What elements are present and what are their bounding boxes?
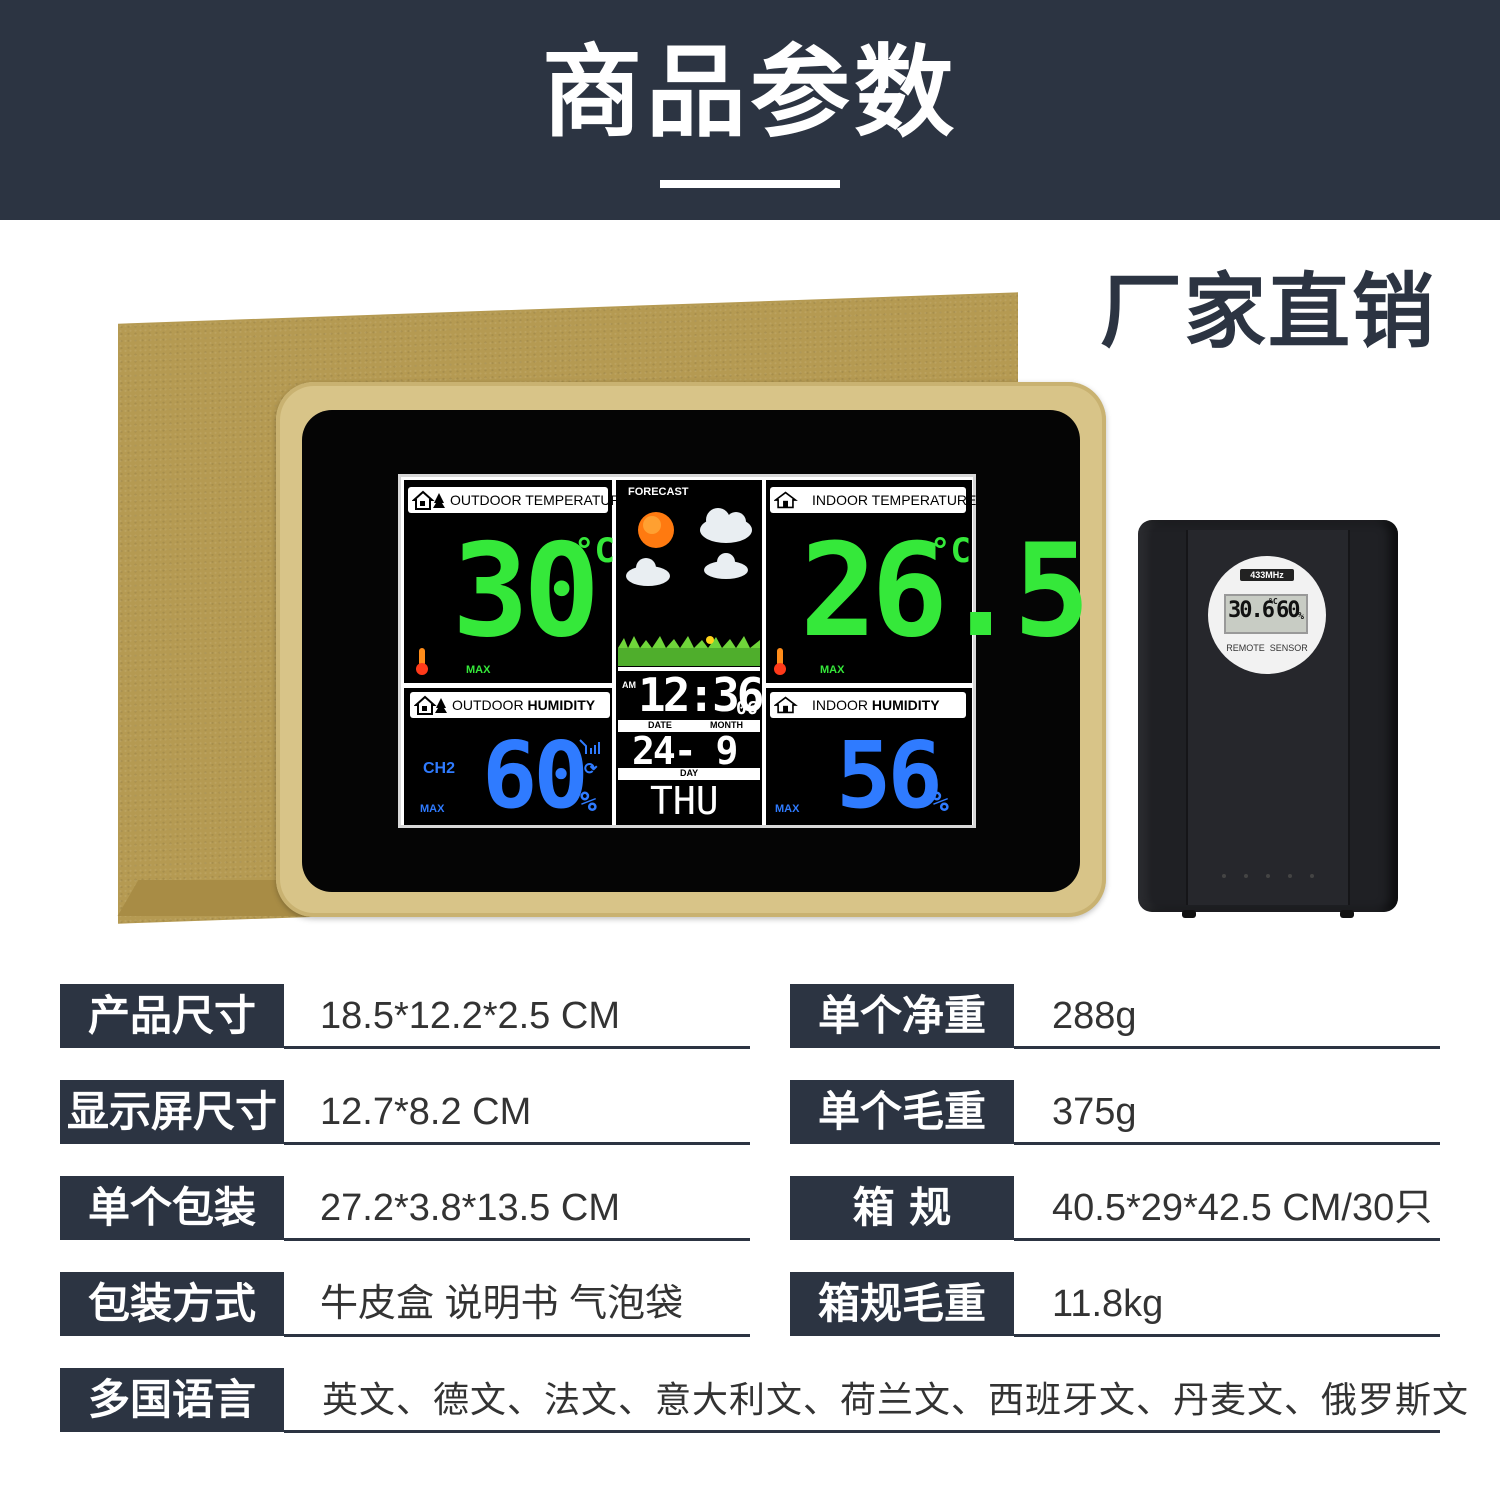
- indoor-humidity-label-b: HUMIDITY: [871, 697, 940, 713]
- slogan: 厂家直销: [1100, 265, 1437, 360]
- indoor-humidity-max: MAX: [775, 803, 800, 815]
- spec-value: 288g: [1052, 995, 1137, 1037]
- indoor-temperature-panel: [766, 480, 972, 683]
- date-value: 24- 9: [632, 729, 738, 773]
- indoor-temperature-max: MAX: [820, 664, 845, 676]
- house-tree-icon: [414, 695, 447, 715]
- thermometer-icon: [774, 648, 786, 675]
- indoor-humidity-value: 56: [836, 722, 943, 829]
- outdoor-humidity-tag: OUTDOOR HUMIDITY: [410, 692, 610, 718]
- outdoor-temperature-panel: [404, 480, 612, 683]
- outdoor-temperature-tag: OUTDOOR TEMPERATURE: [408, 487, 630, 513]
- date-label: DATE: [648, 720, 672, 730]
- spec-label: 单个包装: [60, 1176, 284, 1240]
- spec-rule: [1014, 1238, 1440, 1241]
- sensor-led: [1222, 874, 1226, 878]
- outdoor-humidity-max: MAX: [420, 803, 445, 815]
- signal-icon: [579, 739, 600, 754]
- spec-rule: [284, 1430, 1440, 1433]
- spec-rule: [284, 1334, 750, 1337]
- spec-rule: [1014, 1046, 1440, 1049]
- house-icon: [774, 491, 798, 509]
- outdoor-humidity-label-a: OUTDOOR: [452, 697, 524, 713]
- indoor-temperature-label: INDOOR TEMPERATURE: [812, 492, 977, 508]
- outdoor-temperature-max: MAX: [466, 664, 491, 676]
- sensor-frequency: 433MHz: [1240, 569, 1294, 581]
- spec-label: 单个净重: [790, 984, 1014, 1048]
- spec-label: 包装方式: [60, 1272, 284, 1336]
- outdoor-temperature-label: OUTDOOR TEMPERATURE: [450, 492, 630, 508]
- spec-value: 375g: [1052, 1091, 1137, 1133]
- forecast-label: FORECAST: [628, 486, 689, 498]
- clock-time: 12:36: [638, 668, 764, 722]
- spec-value: 牛皮盒 说明书 气泡袋: [320, 1283, 684, 1325]
- sensor-led: [1244, 874, 1248, 878]
- outdoor-temperature-unit: °C: [574, 531, 615, 571]
- sensor-temperature: 30.6: [1228, 598, 1275, 623]
- indoor-humidity-tag: INDOOR HUMIDITY: [770, 692, 966, 718]
- thermometer-icon: [416, 648, 428, 675]
- sensor-foot: [1340, 910, 1354, 918]
- spec-value: 18.5*12.2*2.5 CM: [320, 995, 620, 1037]
- header-banner: 商品参数: [0, 0, 1500, 220]
- month-label: MONTH: [710, 720, 743, 730]
- spec-value: 12.7*8.2 CM: [320, 1091, 532, 1133]
- outdoor-humidity-label-b: HUMIDITY: [527, 697, 596, 713]
- spec-rule: [284, 1046, 750, 1049]
- spec-label: 单个毛重: [790, 1080, 1014, 1144]
- sensor-humidity: 60: [1276, 598, 1300, 623]
- spec-value: 11.8kg: [1052, 1283, 1164, 1325]
- clock-seconds: 06: [736, 698, 758, 719]
- indoor-temperature-tag: INDOOR TEMPERATURE: [770, 487, 976, 513]
- day-value: THU: [650, 779, 719, 823]
- refresh-icon: ⟳: [584, 761, 598, 778]
- sensor-led: [1310, 874, 1314, 878]
- spec-label: 箱 规: [790, 1176, 1014, 1240]
- indoor-temperature-unit: °C: [930, 531, 971, 571]
- page-title: 商品参数: [542, 34, 958, 151]
- day-label-bar: [618, 768, 760, 780]
- weather-forecast-icon: [618, 508, 760, 666]
- spec-rule: [1014, 1142, 1440, 1145]
- sensor-lcd: [1224, 594, 1308, 634]
- outdoor-humidity-value: 60: [482, 722, 589, 829]
- sensor-led: [1266, 874, 1270, 878]
- house-tree-icon: [412, 490, 445, 510]
- indoor-temperature-value: 26.5: [800, 517, 1090, 666]
- day-label: DAY: [680, 768, 699, 778]
- sensor-led: [1288, 874, 1292, 878]
- date-label-bar: [618, 720, 760, 732]
- sensor-label: REMOTE SENSOR: [1226, 643, 1308, 653]
- spec-label: 产品尺寸: [60, 984, 284, 1048]
- spec-value: 27.2*3.8*13.5 CM: [320, 1187, 620, 1229]
- sensor-temperature-unit: °C: [1268, 597, 1278, 606]
- spec-rule: [284, 1238, 750, 1241]
- spec-label: 多国语言: [60, 1368, 284, 1432]
- sensor-humidity-unit: %: [1298, 611, 1305, 622]
- indoor-humidity-unit: %: [932, 785, 949, 818]
- spec-value: 40.5*29*42.5 CM/30只: [1052, 1187, 1433, 1229]
- indoor-humidity-label-a: INDOOR: [812, 697, 868, 713]
- title-underline: [660, 180, 840, 188]
- spec-rule: [1014, 1334, 1440, 1337]
- spec-rule: [284, 1142, 750, 1145]
- house-icon: [774, 696, 798, 714]
- spec-value: 英文、德文、法文、意大利文、荷兰文、西班牙文、丹麦文、俄罗斯文: [322, 1379, 1470, 1420]
- channel-indicator: CH2: [423, 760, 456, 777]
- spec-label: 箱规毛重: [790, 1272, 1014, 1336]
- spec-label: 显示屏尺寸: [60, 1080, 284, 1144]
- outdoor-humidity-unit: %: [580, 785, 597, 818]
- sensor-foot: [1182, 910, 1196, 918]
- am-pm-indicator: AM: [622, 680, 636, 690]
- mid-divider-1: [618, 667, 760, 671]
